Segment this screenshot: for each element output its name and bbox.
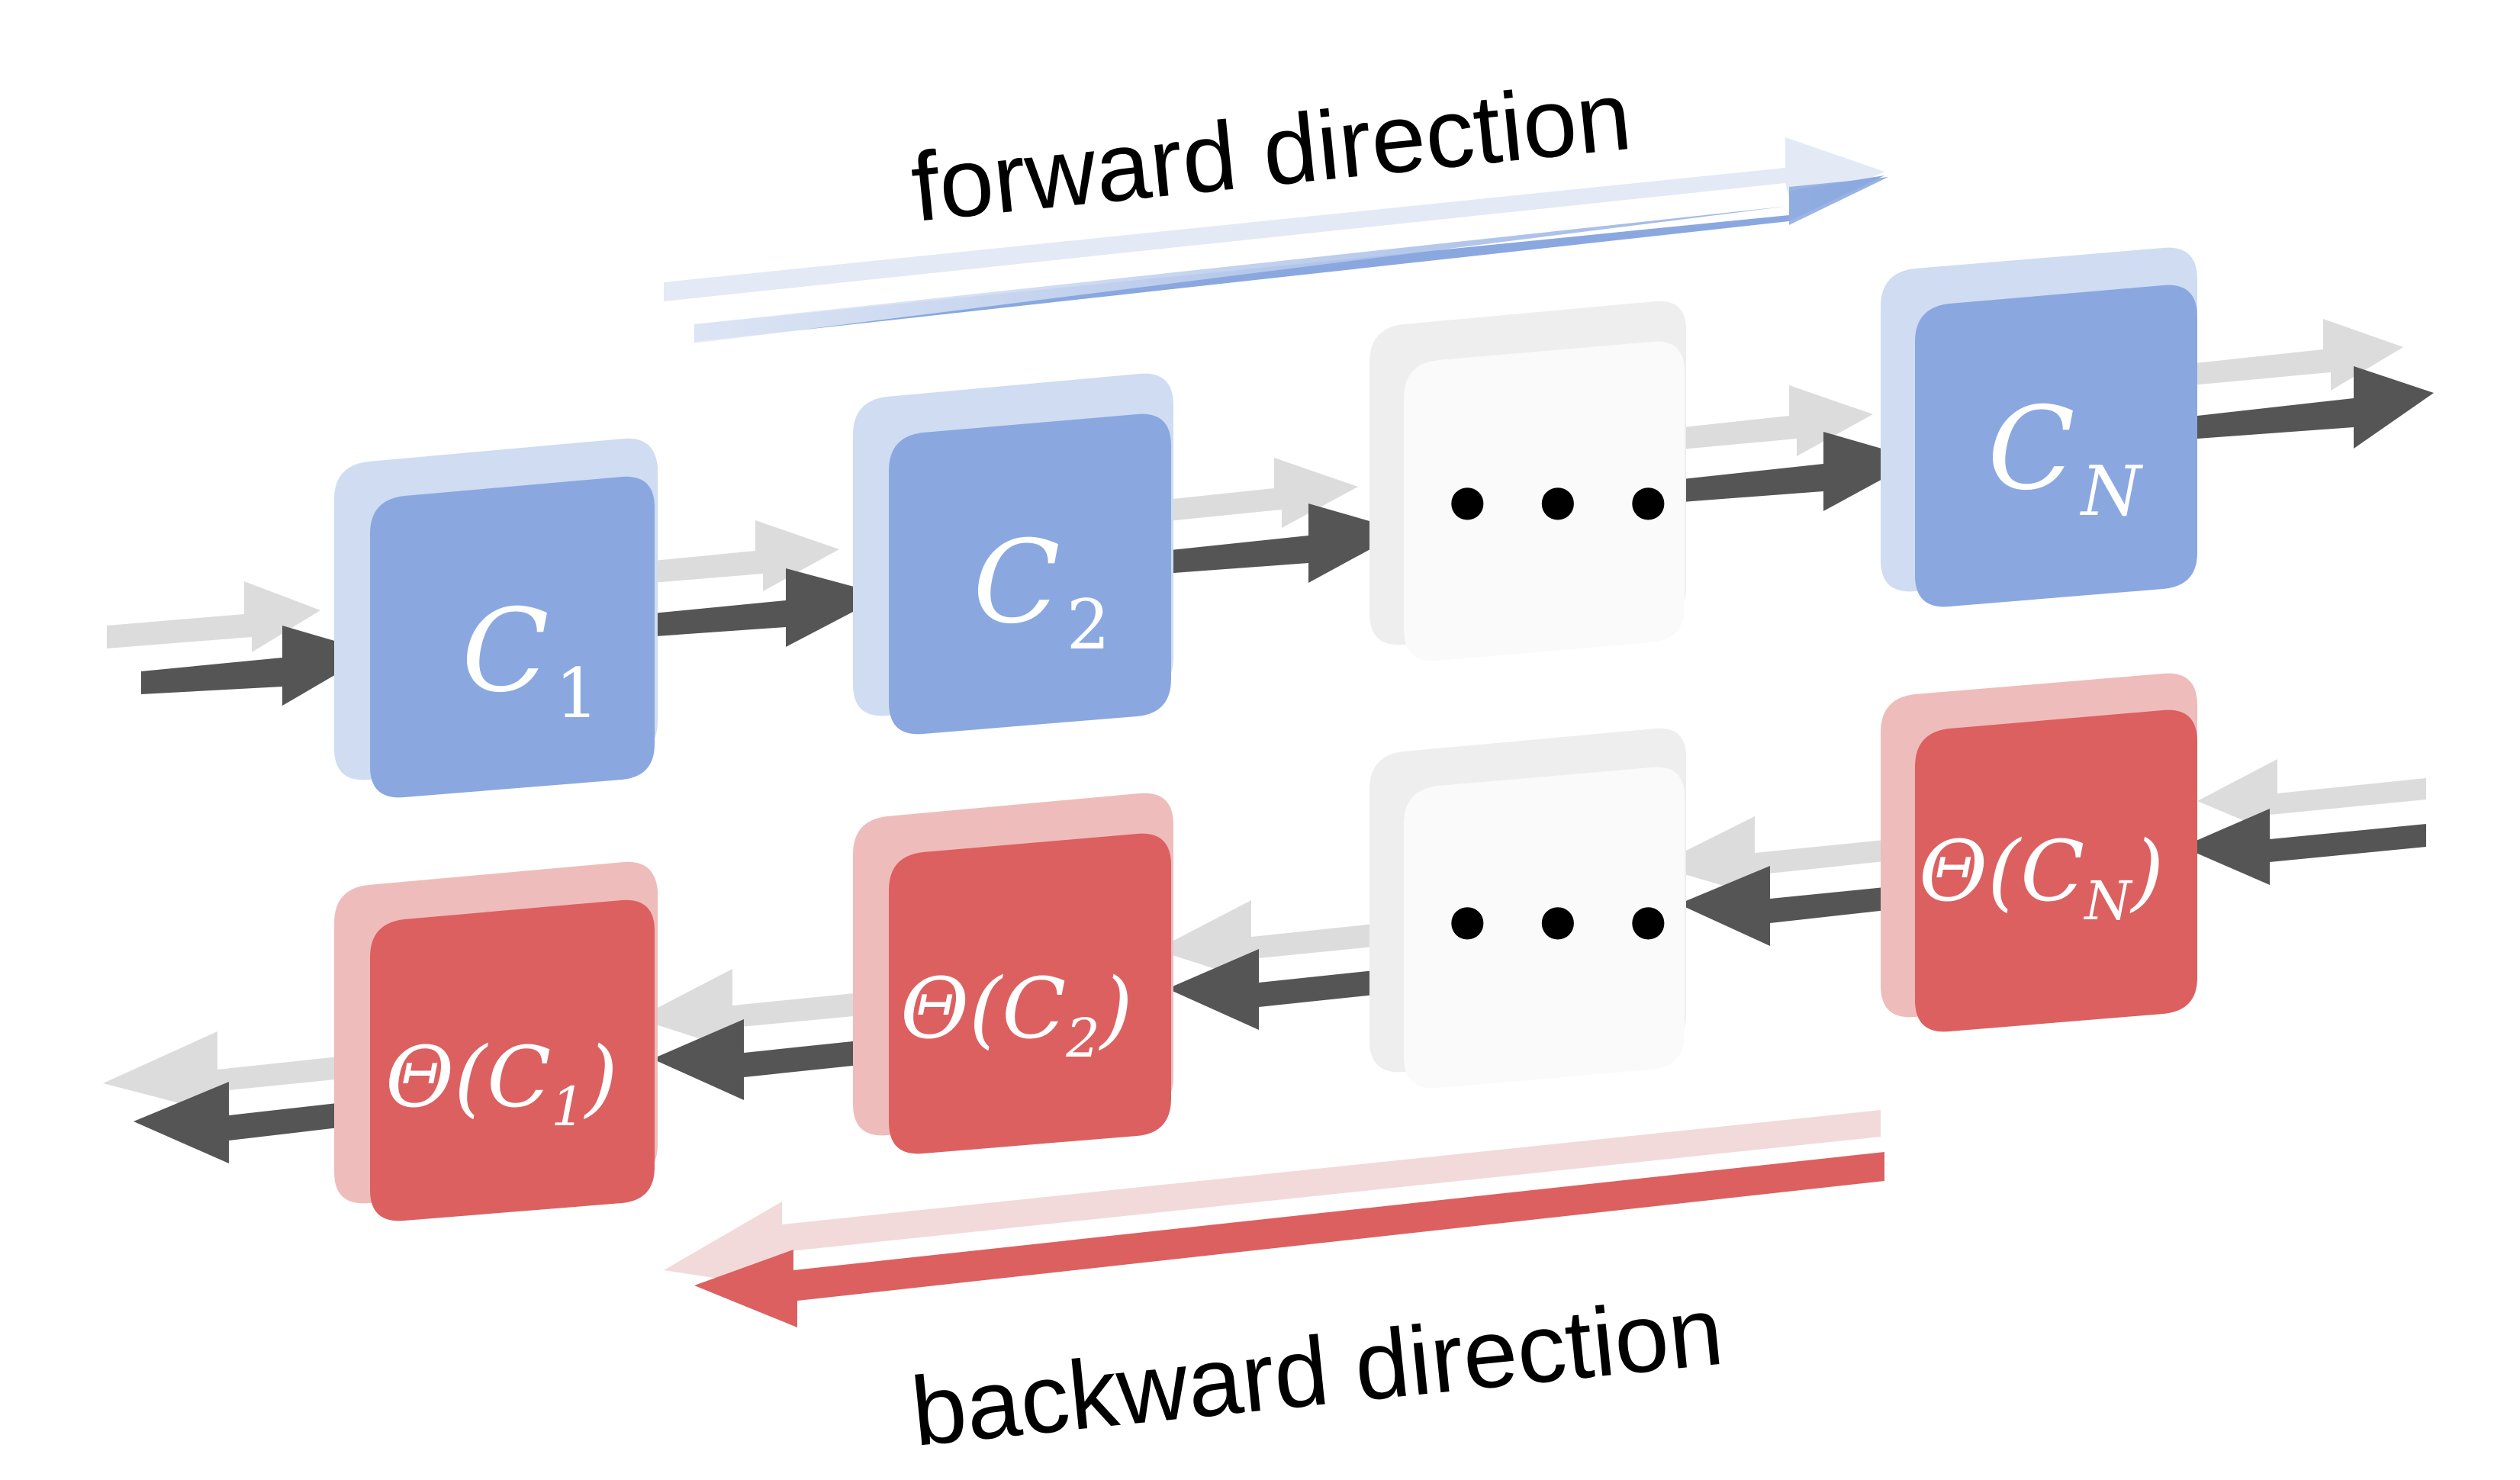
arrow-c2-to-c1 xyxy=(637,969,889,1100)
forward-connectors xyxy=(107,319,2434,706)
backward-box-theta-cn: Θ(CN) xyxy=(1881,673,2197,1032)
backward-box-ellipsis: • • • xyxy=(1369,728,1686,1089)
forward-direction-arrow xyxy=(664,137,1888,343)
forward-box-ellipsis: • • • xyxy=(1369,301,1686,661)
forward-box-c2: C2 xyxy=(853,373,1173,735)
backward-direction-arrow xyxy=(664,1110,1884,1327)
box-label-c2: C2 xyxy=(973,516,1110,665)
backward-connectors xyxy=(103,759,2426,1163)
backward-box-theta-c1: Θ(C1) xyxy=(334,861,658,1221)
output-arrow xyxy=(2167,319,2434,449)
box-label-c1: C1 xyxy=(462,585,599,734)
box-label-theta-c1: Θ(C1) xyxy=(385,1028,618,1138)
arrow-c2-to-ellipsis xyxy=(1129,458,1404,583)
backward-box-theta-c2: Θ(C2) xyxy=(853,793,1173,1154)
input-arrow xyxy=(107,581,374,706)
arrow-c1-to-c2 xyxy=(614,520,885,647)
arrow-ellipsis-to-cn xyxy=(1648,385,1919,511)
backward-output-arrow xyxy=(103,1031,378,1163)
backward-direction-label: backward direction xyxy=(906,1276,1727,1467)
forward-box-c1: C1 xyxy=(334,438,658,798)
forward-box-cn: CN xyxy=(1881,247,2197,607)
box-label-cn: CN xyxy=(1987,383,2144,532)
forward-direction-label: forward direction xyxy=(906,61,1636,243)
box-label-theta-cn: Θ(CN) xyxy=(1919,822,2164,932)
backward-ellipsis: • • • xyxy=(1438,874,1678,980)
backward-input-arrow xyxy=(2182,759,2426,885)
arrow-cn-to-ellipsis xyxy=(1656,816,1907,946)
forward-ellipsis: • • • xyxy=(1438,454,1678,560)
box-label-theta-c2: Θ(C2) xyxy=(900,960,1133,1070)
arrow-ellipsis-to-c2 xyxy=(1156,900,1404,1030)
